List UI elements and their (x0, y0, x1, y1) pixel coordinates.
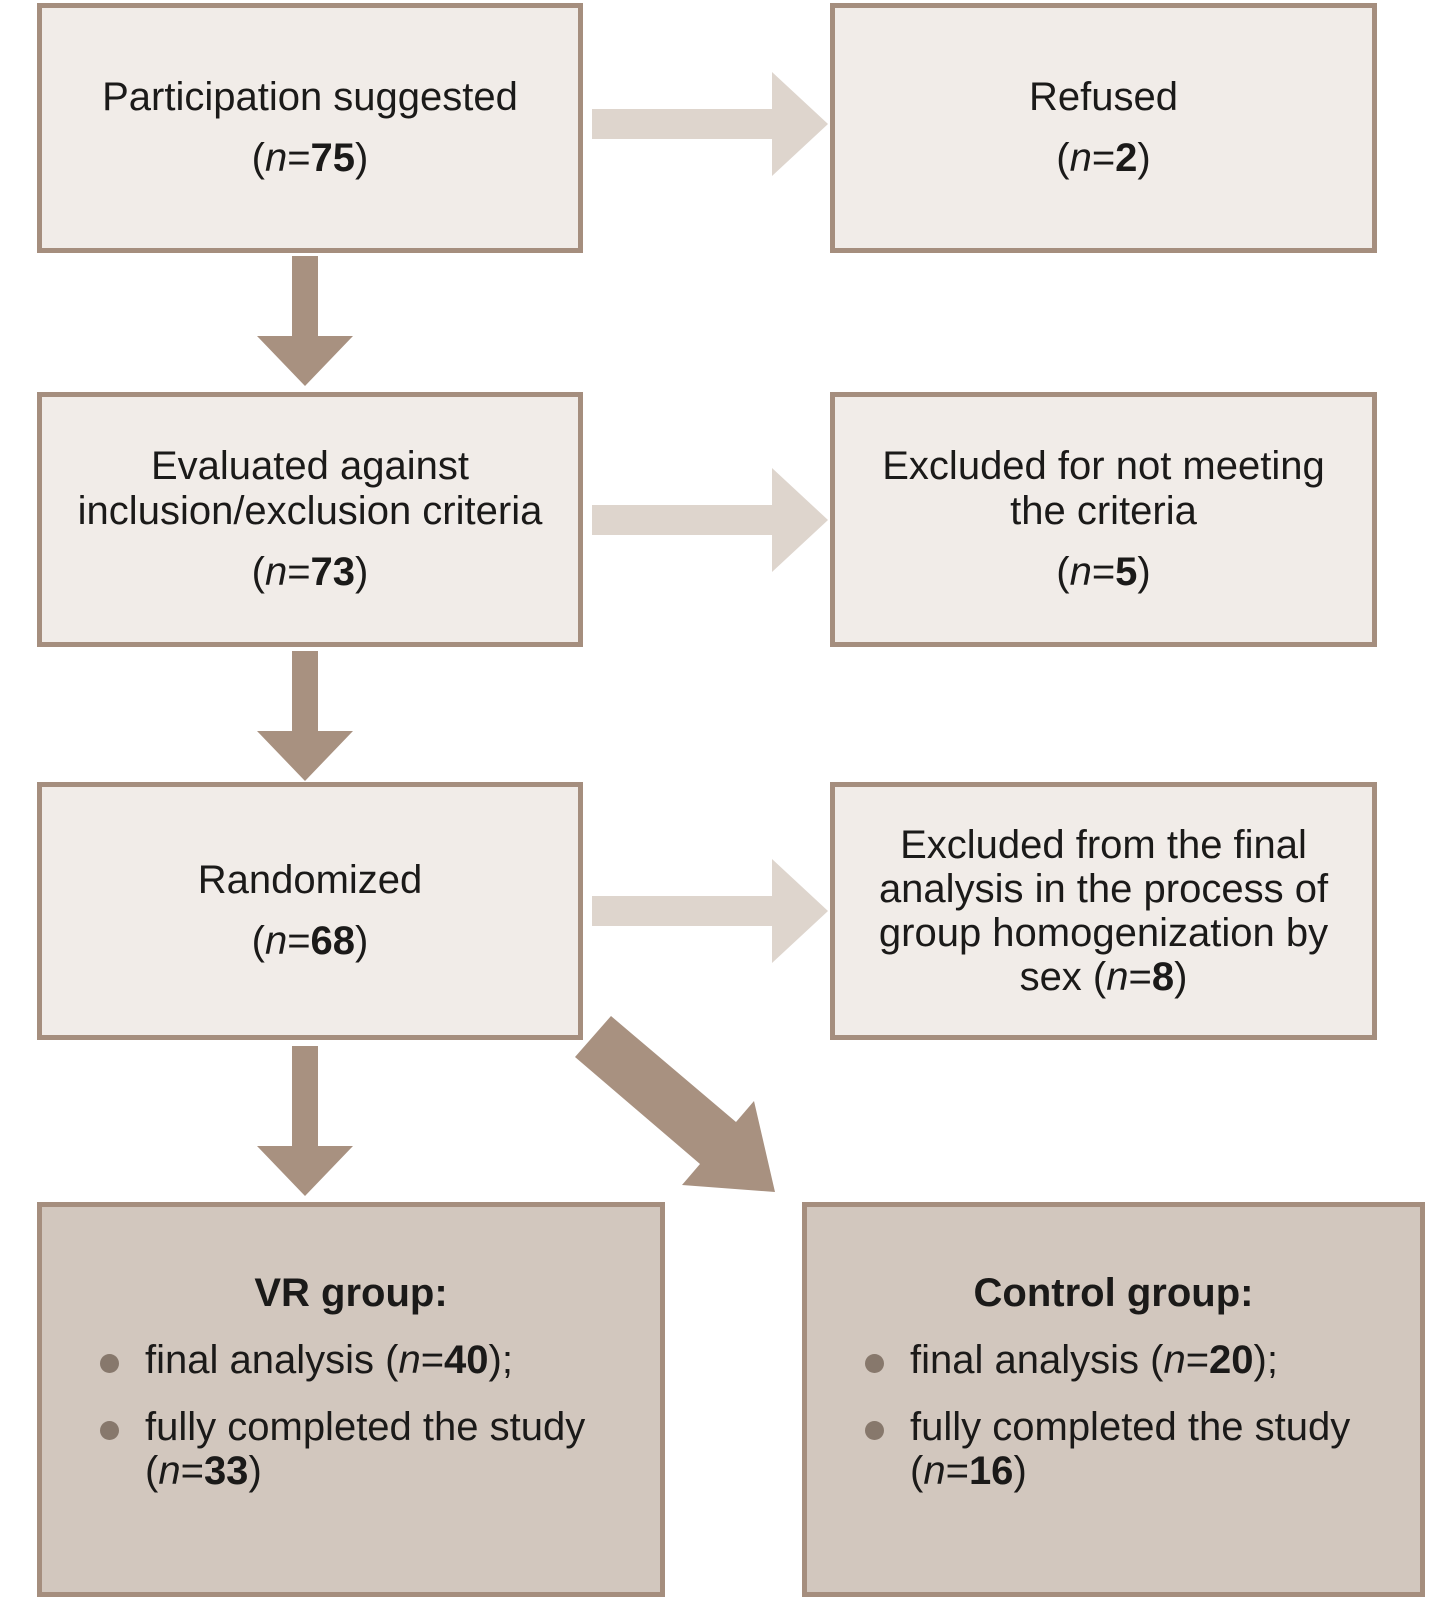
n-eq: = (287, 919, 311, 963)
box-text: Excluded from the final analysis in the … (857, 823, 1350, 999)
arrow-participation-to-evaluated (257, 256, 353, 386)
n-eq: = (420, 1337, 445, 1382)
bullet-text: fully completed the study ( (145, 1404, 586, 1494)
n-close: ) (1013, 1449, 1027, 1494)
bullet-text: final analysis ( (910, 1337, 1164, 1382)
box-excluded-not-meeting-criteria: Excluded for not meeting the criteria (n… (830, 392, 1377, 647)
n-var: n (1163, 1337, 1186, 1382)
arrow-participation-to-refused (592, 72, 828, 176)
n-eq: = (1185, 1337, 1210, 1382)
n-eq: = (1091, 136, 1116, 180)
n-var: n (1106, 955, 1129, 999)
n-eq: = (287, 136, 311, 180)
bullet-text: final analysis ( (145, 1337, 399, 1382)
n-close: ); (488, 1337, 513, 1382)
box-participation-suggested: Participation suggested (n=75) (37, 3, 583, 253)
list-item: fully completed the study (n=33) (42, 1405, 638, 1495)
n-close: ) (1174, 955, 1188, 999)
box-refused: Refused (n=2) (830, 3, 1377, 253)
n-eq: = (945, 1449, 969, 1494)
n-var: n (1069, 136, 1092, 180)
n-open: ( (251, 549, 265, 594)
n-value: 8 (1151, 955, 1175, 999)
n-var: n (1069, 549, 1092, 594)
n-close: ) (355, 549, 369, 594)
n-var: n (264, 549, 288, 594)
n-close: ) (355, 919, 369, 963)
box-control-group: Control group: final analysis (n=20); fu… (802, 1202, 1425, 1597)
n-count: (n=75) (252, 136, 369, 181)
n-value: 73 (310, 549, 356, 594)
arrow-evaluated-to-excluded-criteria (592, 468, 828, 572)
n-eq: = (180, 1449, 204, 1494)
excl-final-text: Excluded from the final analysis in the … (878, 823, 1329, 999)
n-var: n (264, 919, 288, 963)
arrow-evaluated-to-randomized (257, 651, 353, 781)
box-title: Evaluated against inclusion/exclusion cr… (77, 444, 543, 534)
n-close: ) (248, 1449, 262, 1494)
control-group-bullets: final analysis (n=20); fully completed t… (807, 1316, 1420, 1494)
n-count: (n=73) (252, 550, 369, 595)
arrow-randomized-to-excluded-final (592, 859, 828, 963)
n-var: n (264, 136, 288, 180)
group-title: Control group: (973, 1271, 1254, 1315)
n-var: n (158, 1449, 181, 1494)
group-title: VR group: (254, 1271, 448, 1315)
n-var: n (923, 1449, 946, 1494)
n-value: 2 (1115, 136, 1138, 180)
n-close: ); (1253, 1337, 1278, 1382)
n-count: (n=5) (1056, 550, 1151, 595)
n-value: 40 (444, 1337, 489, 1382)
list-item: final analysis (n=40); (42, 1338, 638, 1383)
arrow-randomized-to-control-group (575, 1016, 775, 1192)
n-value: 75 (310, 136, 356, 180)
box-evaluated-criteria: Evaluated against inclusion/exclusion cr… (37, 392, 583, 647)
n-eq: = (287, 549, 311, 594)
list-item: final analysis (n=20); (807, 1338, 1398, 1383)
box-title: Randomized (197, 858, 423, 903)
n-value: 33 (203, 1449, 249, 1494)
box-title: Participation suggested (102, 75, 518, 120)
n-close: ) (1137, 549, 1151, 594)
n-value: 16 (968, 1449, 1014, 1494)
n-count: (n=68) (252, 919, 369, 964)
n-open: ( (1056, 136, 1070, 180)
n-eq: = (1128, 955, 1152, 999)
n-open: ( (251, 136, 265, 180)
arrow-randomized-to-vr-group (257, 1046, 353, 1196)
vr-group-bullets: final analysis (n=40); fully completed t… (42, 1316, 660, 1494)
box-vr-group: VR group: final analysis (n=40); fully c… (37, 1202, 665, 1597)
n-open: ( (1056, 549, 1070, 594)
box-excluded-final-analysis: Excluded from the final analysis in the … (830, 782, 1377, 1040)
bullet-text: fully completed the study ( (910, 1404, 1351, 1494)
n-count: (n=2) (1056, 136, 1151, 181)
n-value: 20 (1209, 1337, 1254, 1382)
n-var: n (398, 1337, 421, 1382)
n-close: ) (355, 136, 369, 180)
box-randomized: Randomized (n=68) (37, 782, 583, 1040)
n-open: ( (251, 919, 265, 963)
box-title: Refused (1029, 75, 1178, 120)
n-value: 68 (310, 919, 356, 963)
n-open: ( (1092, 955, 1107, 999)
list-item: fully completed the study (n=16) (807, 1405, 1398, 1495)
n-eq: = (1091, 549, 1116, 594)
n-value: 5 (1115, 549, 1138, 594)
n-close: ) (1137, 136, 1151, 180)
box-title: Excluded for not meeting the criteria (882, 444, 1325, 534)
